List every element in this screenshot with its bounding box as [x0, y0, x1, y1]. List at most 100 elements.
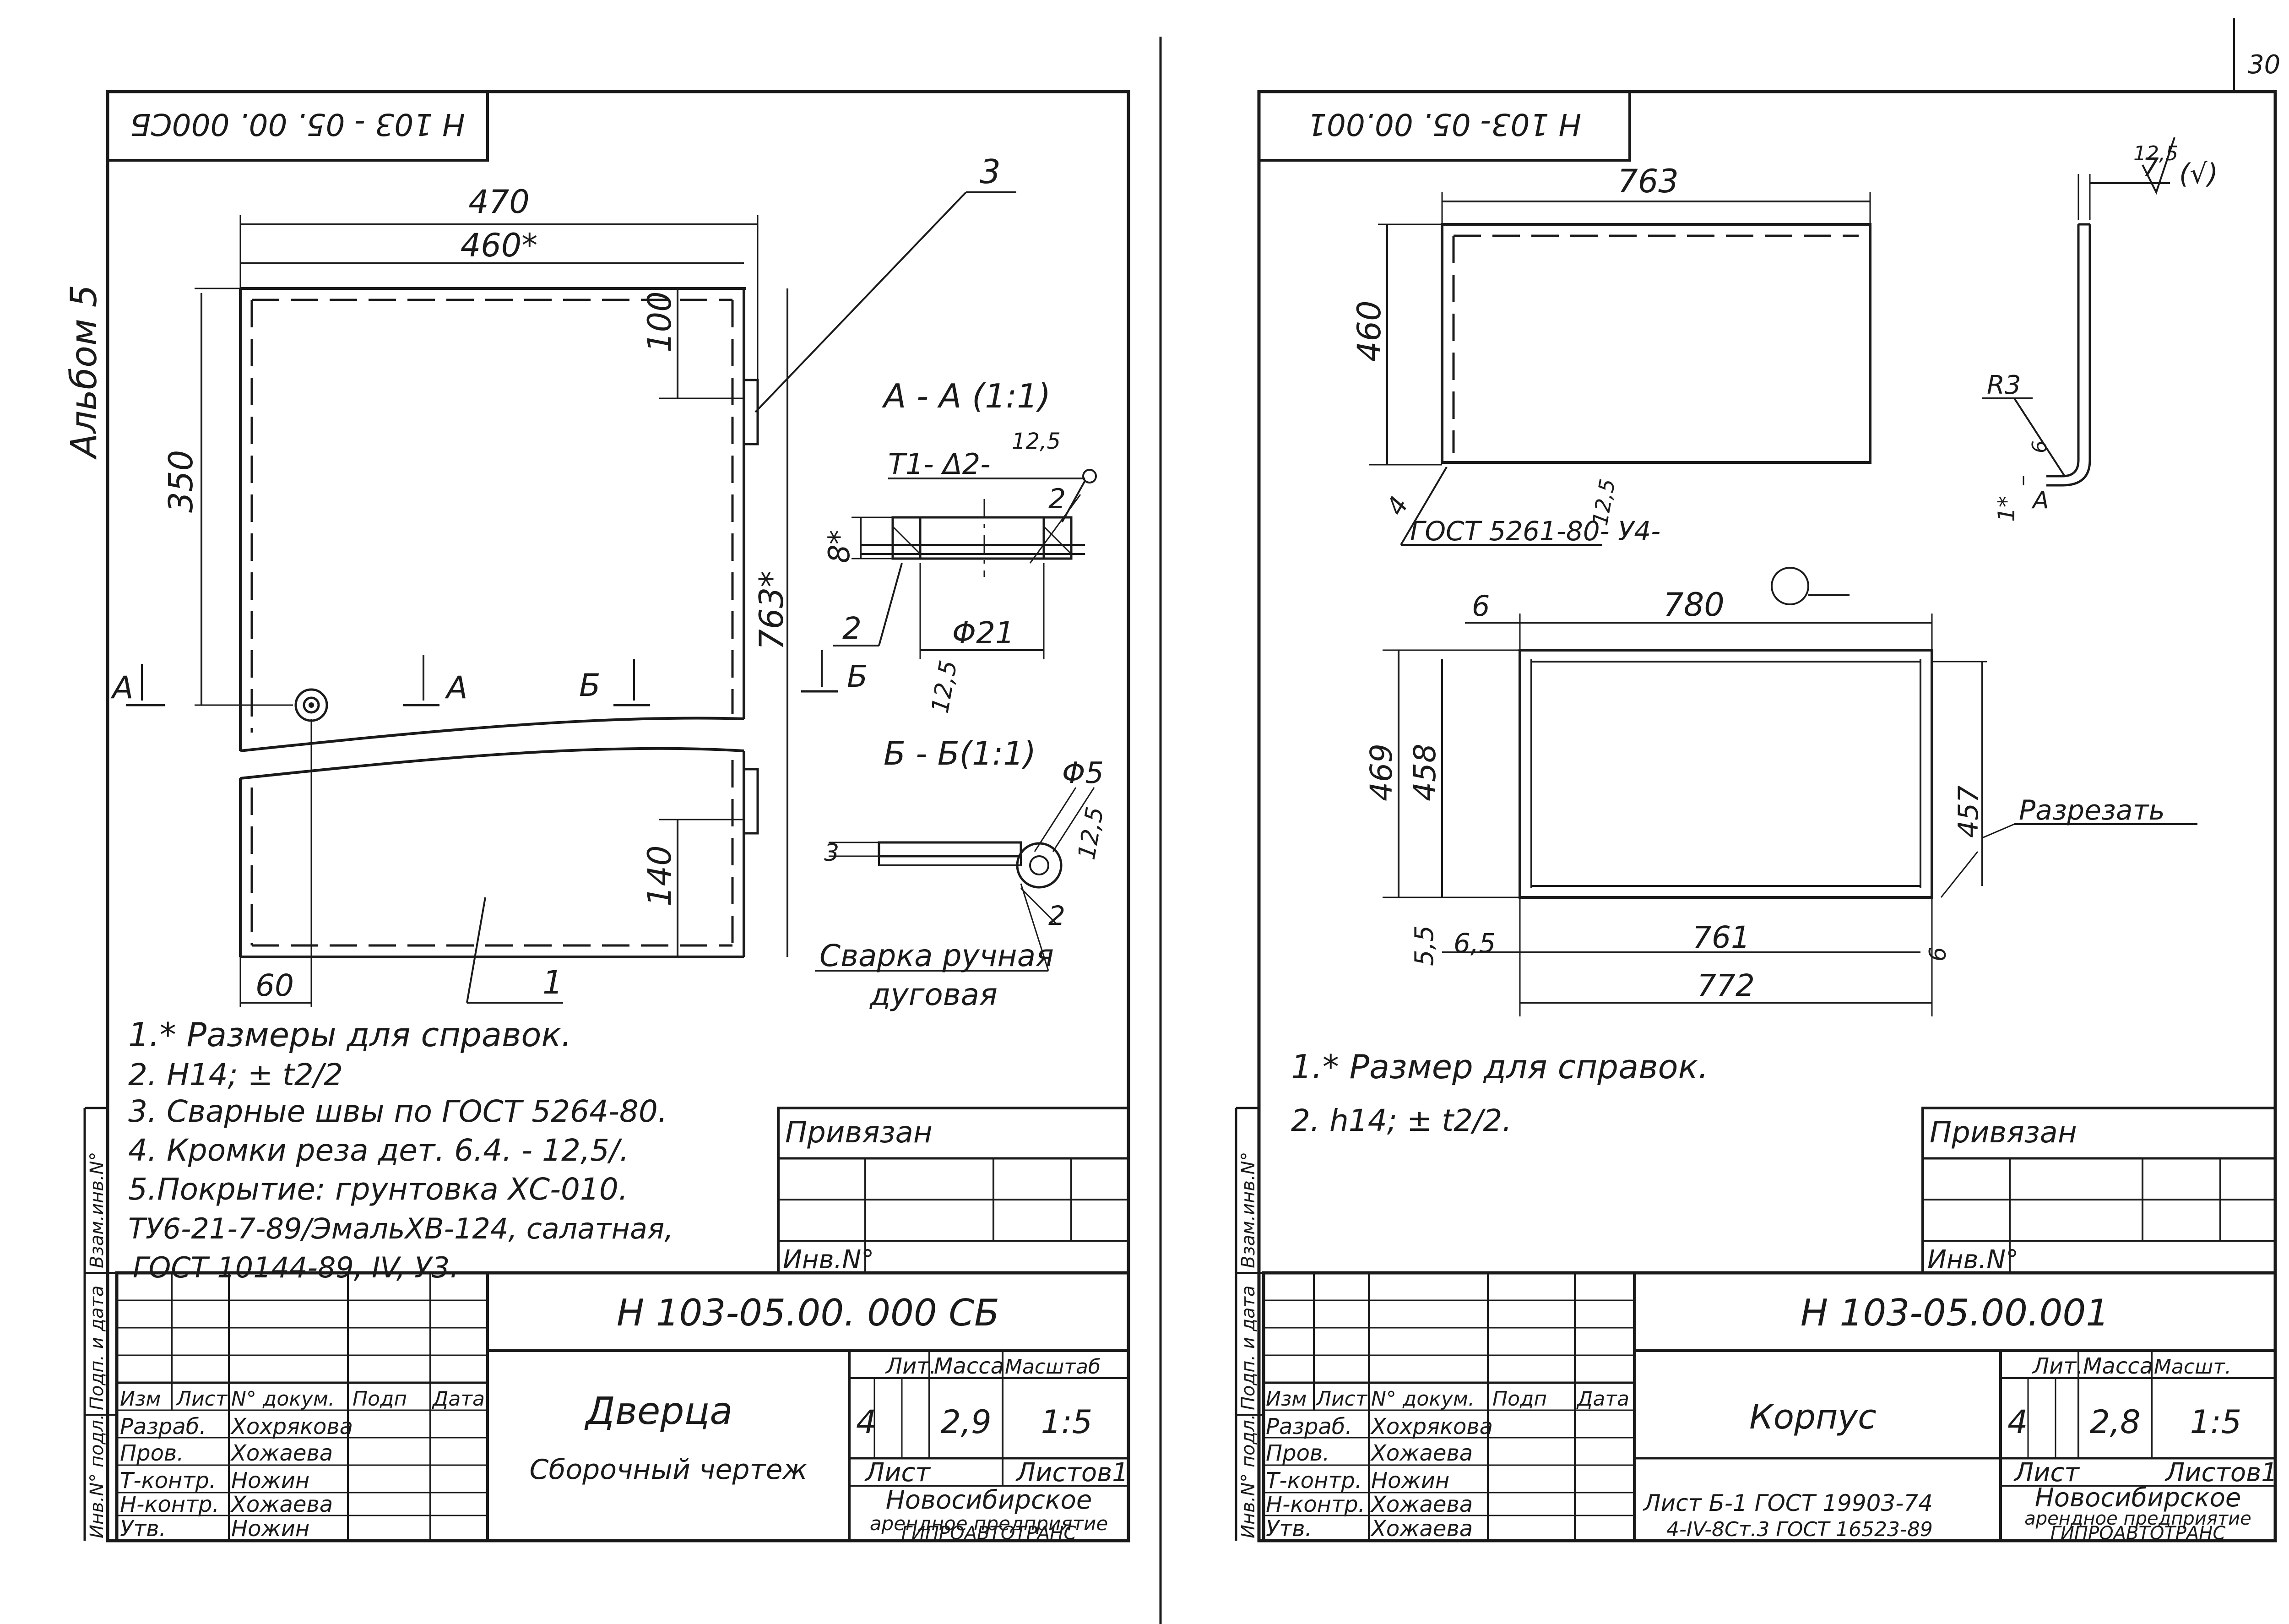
left-lit-label: Лит. — [885, 1353, 937, 1379]
left-side-vzam: Взам.инв.N° — [87, 1152, 108, 1268]
right-row-name-5: Хожаева — [1370, 1492, 1473, 1517]
dim-470: 470 — [468, 183, 530, 221]
right-row-role-2: Пров. — [1266, 1440, 1329, 1466]
right-title: Корпус — [1749, 1397, 1877, 1437]
weld-note-2: дуговая — [869, 977, 998, 1012]
left-privyazan-table: Привязан Инв.N° — [777, 1107, 1130, 1275]
left-privyazan: Привязан — [785, 1116, 933, 1150]
left-side-inv: Инв.N° подл. — [87, 1414, 108, 1538]
right-col-sign: Подп — [1492, 1387, 1547, 1411]
left-sheets-label: Листов1 — [1015, 1458, 1128, 1488]
section-mark-a-mid: А — [445, 670, 468, 706]
dim-469: 469 — [1364, 744, 1399, 801]
rough-paren: (√) — [2179, 158, 2218, 190]
left-col-list: Лист — [175, 1387, 228, 1411]
dim-140: 140 — [641, 845, 678, 907]
right-designation: Н 103-05.00.001 — [1801, 1292, 2109, 1334]
right-row-name-1: Хохрякова — [1370, 1414, 1493, 1439]
dim-3: 3 — [824, 839, 839, 867]
dim-458: 458 — [1407, 744, 1443, 801]
left-side-sign: Подп. и дата — [87, 1286, 108, 1410]
left-note-2: 2. H14; ± t2/2 — [128, 1057, 343, 1092]
weld-label: ГОСТ 5261-80- У4- — [1410, 516, 1660, 547]
right-inv-no: Инв.N° — [1927, 1245, 2018, 1275]
left-note-6: ТУ6-21-7-89/ЭмальХВ-124, салатная, — [128, 1212, 673, 1245]
dim-460r: 460 — [1351, 300, 1388, 362]
right-scale-label: Масшт. — [2154, 1355, 2231, 1379]
section-bb-leader: 2 — [1048, 900, 1065, 931]
door-view — [239, 287, 759, 958]
left-sheet: Н 103 - 05. 00. 000СБ Альбом 5 — [64, 90, 1130, 1543]
right-sheet-label: Лист — [2013, 1458, 2080, 1488]
right-sheet: Н 103- 05. 00.001 12,5 (√) 763 460 4 ГОС… — [1235, 90, 2278, 1544]
dim-phi21: Φ21 — [952, 615, 1014, 651]
dim-772: 772 — [1697, 968, 1755, 1003]
right-row-name-2: Хожаева — [1370, 1440, 1473, 1466]
section-a-r: А — [2031, 487, 2049, 514]
body-top-view: 763 460 4 ГОСТ 5261-80- У4- 12,5 — [1351, 163, 1871, 547]
left-doc-code: Н 103 - 05. 00. 000СБ — [130, 107, 465, 142]
left-row-name-6: Ножин — [231, 1516, 309, 1542]
right-mass-label: Масса — [2083, 1353, 2153, 1379]
left-note-3: 3. Сварные швы по ГОСТ 5264-80. — [128, 1094, 667, 1129]
weld-note-1: Сварка ручная — [819, 938, 1054, 973]
right-row-role-3: Т-контр. — [1266, 1468, 1362, 1494]
left-inv-no: Инв.N° — [783, 1245, 874, 1275]
dim-780: 780 — [1663, 586, 1725, 624]
dim-100: 100 — [641, 291, 678, 353]
dim-460: 460* — [461, 227, 538, 264]
dim-350: 350 — [162, 450, 200, 513]
right-lit: 4 — [2007, 1403, 2028, 1441]
right-material-1: Лист Б-1 ГОСТ 19903-74 — [1643, 1490, 1933, 1516]
section-bb: Б - Б(1:1) 3 Φ5 12,5 2 Сварка ручная дуг… — [815, 735, 1109, 1012]
right-col-list: Лист — [1315, 1387, 1368, 1411]
dim-7: 7 — [2143, 153, 2159, 183]
left-org-1: Новосибирское — [886, 1485, 1092, 1515]
section-aa-weld: Т1- Δ2- — [888, 447, 991, 481]
left-subtitle: Сборочный чертеж — [530, 1454, 808, 1486]
left-row-role-3: Т-контр. — [120, 1468, 216, 1494]
right-privyazan: Привязан — [1930, 1116, 2077, 1150]
left-row-name-2: Хожаева — [230, 1440, 333, 1466]
right-row-role-6: Утв. — [1266, 1516, 1312, 1542]
dim-8: 8* — [823, 530, 857, 563]
left-row-role-2: Пров. — [120, 1440, 184, 1466]
dim-6b: 6 — [1472, 589, 1490, 623]
leader-3 — [754, 191, 967, 413]
right-lit-label: Лит. — [2032, 1353, 2083, 1379]
left-note-1: 1.* Размеры для справок. — [128, 1016, 572, 1054]
right-doc-code: Н 103- 05. 00.001 — [1307, 107, 1581, 142]
left-designation: Н 103-05.00. 000 СБ — [617, 1292, 999, 1334]
left-notes: 1.* Размеры для справок. 2. H14; ± t2/2 … — [128, 1016, 673, 1284]
leader-label-2: 2 — [842, 611, 862, 646]
right-row-role-1: Разраб. — [1266, 1414, 1352, 1439]
right-sheets-label: Листов1 — [2164, 1458, 2278, 1488]
dim-5-5: 5,5 — [1410, 925, 1439, 966]
dim-6c: 6 — [1925, 947, 1951, 961]
right-side-inv: Инв.N° подл. — [1238, 1414, 1259, 1538]
right-note-1: 1.* Размер для справок. — [1291, 1048, 1709, 1086]
right-org-3: ГИПРОАВТОТРАНС — [2050, 1523, 2226, 1544]
left-row-role-5: Н-контр. — [120, 1492, 219, 1517]
left-side-strip: Инв.N° подл. Подп. и дата Взам.инв.N° — [83, 1107, 117, 1541]
body-flat-view: 780 6 469 458 457 Разрезать 761 772 6,5 … — [1364, 567, 2197, 1016]
right-row-role-5: Н-контр. — [1266, 1492, 1365, 1517]
left-col-izm: Изм — [120, 1387, 161, 1411]
left-row-name-3: Ножин — [231, 1468, 309, 1494]
dim-r3: R3 — [1987, 370, 2021, 400]
left-scale: 1:5 — [1041, 1403, 1093, 1441]
left-lit: 4 — [856, 1403, 877, 1441]
section-mark-b-under: Б — [847, 659, 868, 694]
leader-1 — [466, 897, 486, 1003]
left-row-role-6: Утв. — [120, 1516, 166, 1542]
left-note-5: 5.Покрытие: грунтовка ХС-010. — [128, 1172, 628, 1207]
section-bb-title: Б - Б(1:1) — [884, 735, 1036, 772]
cut-label: Разрезать — [2019, 794, 2165, 826]
left-scale-label: Масштаб — [1005, 1355, 1101, 1379]
left-row-name-5: Хожаева — [230, 1492, 333, 1517]
leader-label-1: 1 — [542, 964, 563, 1001]
page-number: 30 — [2248, 50, 2280, 80]
right-col-izm: Изм — [1266, 1387, 1307, 1411]
body-side-profile: 7 R3 А 6 1* — [1982, 153, 2170, 522]
